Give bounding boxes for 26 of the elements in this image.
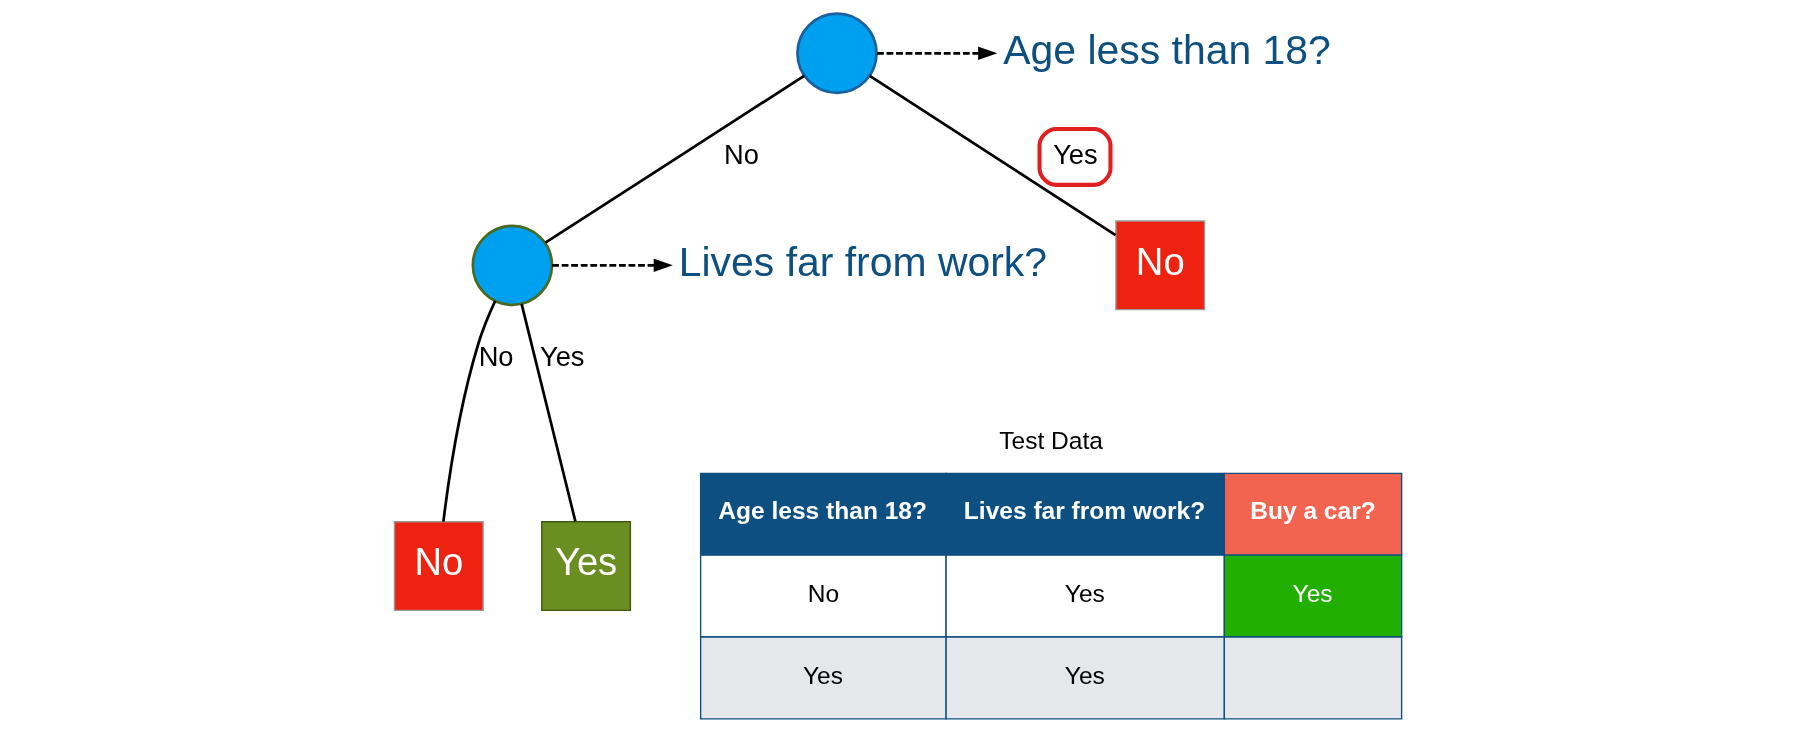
node-circle [471,224,553,307]
arrow [876,46,997,60]
node-box: No [1114,220,1205,311]
node-circle [795,12,878,95]
edge-label: Yes [1052,138,1098,170]
connector [519,303,577,522]
label: Buy a car? [1249,496,1376,524]
label: Yes [1292,580,1333,608]
edge-label: Yes [539,340,584,372]
label: Yes [802,661,843,689]
label: Lives far from work? [963,496,1205,524]
arrow [551,258,673,273]
label: Yes [1064,580,1105,608]
label: No [807,580,839,608]
node-text: Age less than 18? [1002,26,1331,73]
connector [441,300,496,522]
label: Yes [1064,661,1105,689]
edge-label: No [723,138,759,170]
connector [544,74,805,244]
edge-label: No [478,340,513,372]
node-box: Yes [540,521,631,612]
node-box: No [393,521,484,612]
connector [868,74,1116,237]
label: Test Data [998,427,1103,455]
node-text: Lives far from work? [678,238,1047,285]
label: Age less than 18? [717,496,927,524]
